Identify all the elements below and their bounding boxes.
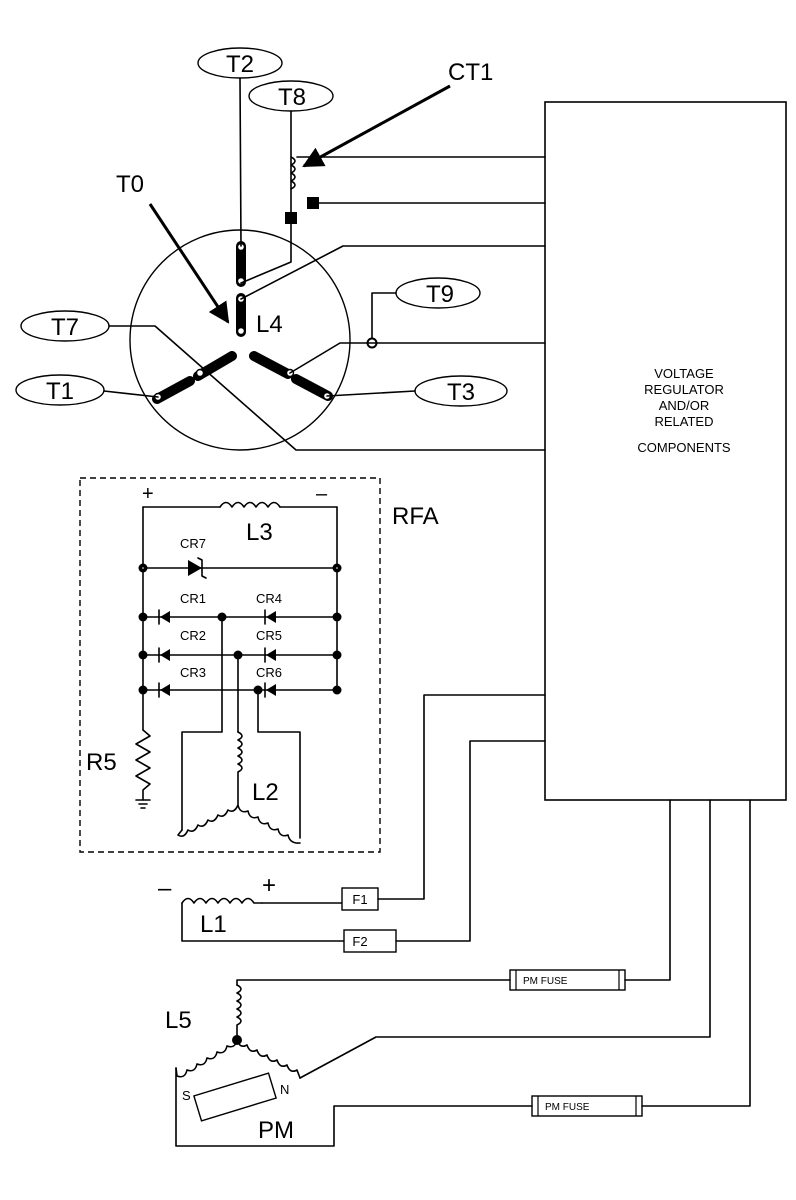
- l1-label: L1: [200, 911, 227, 938]
- pm-fuse-1-label: PM FUSE: [523, 976, 568, 987]
- cr5-diode: [264, 647, 276, 663]
- l5-label: L5: [165, 1007, 192, 1034]
- pm-fuse-2-label: PM FUSE: [545, 1102, 590, 1113]
- regulator-label-line-4: RELATED: [655, 414, 714, 429]
- ground-icon: [135, 799, 151, 809]
- t0-label: T0: [116, 171, 144, 198]
- cr4-diode: [264, 609, 276, 625]
- pm-magnet: [193, 1072, 277, 1122]
- cr2-diode: [158, 647, 170, 663]
- t3-label: T3: [447, 379, 475, 406]
- t8-label: T8: [278, 84, 306, 111]
- regulator-label-line-1: VOLTAGE: [654, 366, 714, 381]
- pm-label: PM: [258, 1117, 294, 1144]
- cr1-diode: [158, 609, 170, 625]
- regulator-label-line-2: REGULATOR: [644, 382, 724, 397]
- f1-label: F1: [352, 892, 367, 907]
- ct1-coil: [290, 156, 296, 190]
- t2-label: T2: [226, 51, 254, 78]
- cr7-label: CR7: [180, 536, 206, 551]
- voltage-regulator-box: [544, 101, 787, 801]
- l3-coil: [219, 501, 281, 508]
- l3-plus-label: +: [142, 483, 154, 505]
- cr7-zener-diode: [188, 557, 207, 579]
- l3-label: L3: [246, 519, 273, 546]
- rfa-label: RFA: [392, 503, 439, 530]
- l1-coil: [181, 897, 263, 904]
- pm-n-label: N: [280, 1082, 289, 1097]
- cr6-label: CR6: [256, 665, 282, 680]
- l2-coil: [177, 731, 301, 844]
- ct1-label: CT1: [448, 59, 493, 86]
- cr6-diode: [264, 682, 276, 698]
- l3-minus-label: –: [316, 483, 328, 505]
- cr5-label: CR5: [256, 628, 282, 643]
- regulator-label-line-3: AND/OR: [659, 398, 710, 413]
- stator-circle: [129, 229, 351, 451]
- stator-windings: [152, 241, 333, 404]
- l1-plus-label: +: [262, 872, 276, 899]
- cr4-label: CR4: [256, 591, 282, 606]
- cr3-diode: [158, 682, 170, 698]
- rfa-boundary: [79, 477, 381, 853]
- cr1-label: CR1: [180, 591, 206, 606]
- r5-label: R5: [86, 749, 117, 776]
- pm-s-label: S: [182, 1088, 191, 1103]
- t1-label: T1: [46, 378, 74, 405]
- l4-label: L4: [256, 311, 283, 338]
- r5-resistor: [135, 729, 151, 801]
- f2-label: F2: [352, 934, 367, 949]
- cr3-label: CR3: [180, 665, 206, 680]
- regulator-label-line-5: COMPONENTS: [637, 440, 731, 455]
- l1-minus-label: –: [158, 875, 172, 902]
- t9-label: T9: [426, 281, 454, 308]
- t7-label: T7: [51, 314, 79, 341]
- t1-terminal: [15, 374, 105, 406]
- l2-label: L2: [252, 779, 279, 806]
- l5-coil: [175, 984, 301, 1079]
- cr2-label: CR2: [180, 628, 206, 643]
- voltage-regulator-label: VOLTAGE REGULATOR AND/OR RELATED COMPONE…: [637, 366, 731, 455]
